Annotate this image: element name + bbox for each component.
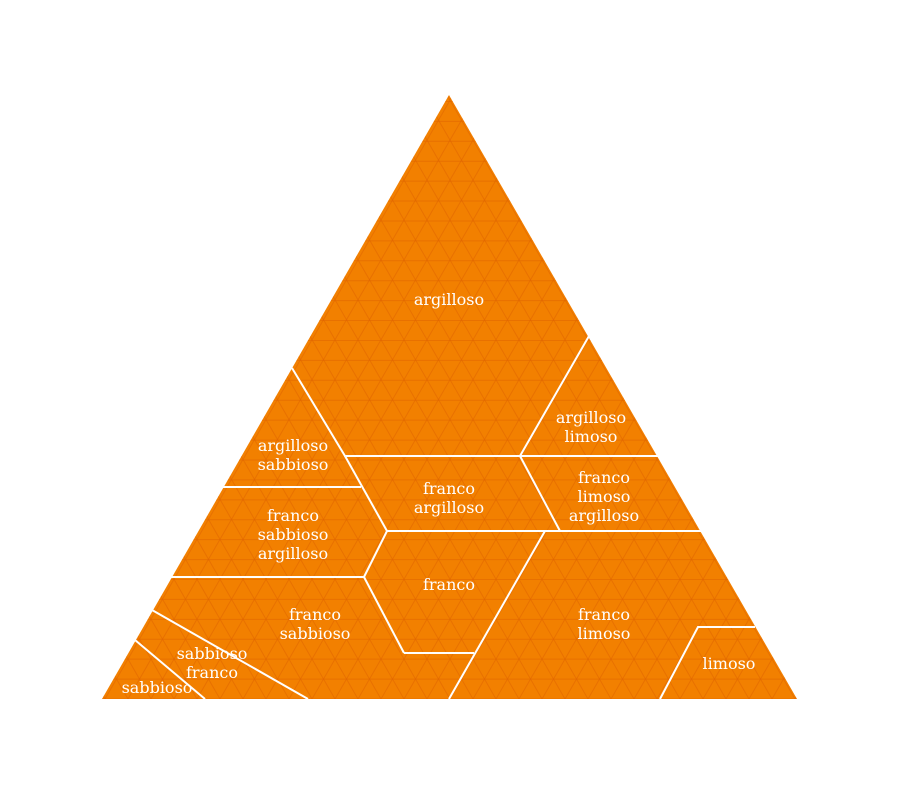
region-label-line: sabbioso <box>177 644 248 663</box>
grid-line <box>791 95 797 699</box>
grid-line <box>0 95 16 699</box>
region-label-sabbioso: sabbioso <box>122 678 193 697</box>
boundary-franco-left-upper <box>363 530 388 578</box>
region-label-line: limoso <box>578 624 631 643</box>
grid-line <box>102 95 152 699</box>
grid-line <box>354 95 704 699</box>
boundary-franco-limoso-left <box>448 530 546 700</box>
grid-line <box>0 95 36 699</box>
boundary-argilloso-bottom <box>291 335 590 457</box>
grid-line <box>633 95 797 699</box>
grid-line <box>102 95 106 699</box>
grid-line <box>102 95 129 699</box>
grid-line <box>0 95 13 699</box>
region-label-line: limoso <box>565 427 618 446</box>
region-label-limoso: limoso <box>703 654 756 673</box>
grid-line <box>768 95 797 699</box>
region-label-line: franco <box>267 506 319 525</box>
region-label-line: argilloso <box>569 506 639 525</box>
grid-line <box>196 95 546 699</box>
grid-line <box>0 95 39 699</box>
region-label-line: limoso <box>703 654 756 673</box>
boundary-franco-left-lower <box>363 576 405 654</box>
grid-line <box>722 95 797 699</box>
grid-line <box>818 95 905 699</box>
region-label-line: sabbioso <box>122 678 193 697</box>
grid-line <box>0 95 85 699</box>
region-label-line: franco <box>578 605 630 624</box>
region-label-line: sabbioso <box>258 525 329 544</box>
grid-line <box>745 95 797 699</box>
grid-line <box>102 95 221 699</box>
grid-line <box>838 95 905 699</box>
region-label-line: franco <box>289 605 341 624</box>
grid-line <box>102 95 132 699</box>
grid-line <box>725 95 797 699</box>
grid-line <box>679 95 797 699</box>
grid-line <box>0 95 62 699</box>
grid-line <box>102 95 109 699</box>
region-label-line: argilloso <box>258 436 328 455</box>
boundary-sabbioso-top <box>134 639 206 700</box>
grid-line <box>656 95 797 699</box>
boundary-franco-limoso-argilloso-left <box>519 455 561 532</box>
grid-line <box>400 95 750 699</box>
grid-line <box>864 95 905 699</box>
region-label-franco: franco <box>423 575 475 594</box>
grid-line <box>102 95 178 699</box>
boundary-inner-left-diag <box>344 455 388 532</box>
grid-line <box>794 95 797 699</box>
region-label-line: franco <box>578 468 630 487</box>
class-boundaries <box>134 335 755 700</box>
grid-line <box>748 95 797 699</box>
region-label-line: argilloso <box>414 498 484 517</box>
grid-line <box>102 95 244 699</box>
grid-line <box>815 95 905 699</box>
grid-line <box>127 95 477 699</box>
region-label-line: limoso <box>578 487 631 506</box>
grid-line <box>102 95 267 699</box>
region-label-argilloso: argilloso <box>414 290 484 309</box>
region-label-line: argilloso <box>414 290 484 309</box>
grid-line <box>150 95 500 699</box>
grid-line <box>102 95 175 699</box>
grid-line <box>887 95 905 699</box>
grid-line <box>102 95 155 699</box>
region-label-line: sabbioso <box>258 455 329 474</box>
grid-line <box>861 95 905 699</box>
region-label-line: franco <box>423 575 475 594</box>
grid-line <box>446 95 796 699</box>
region-label-line: franco <box>423 479 475 498</box>
region-label-line: argilloso <box>556 408 626 427</box>
boundary-sabbioso-franco-top <box>151 609 309 700</box>
grid-line <box>377 95 727 699</box>
grid-line <box>0 95 82 699</box>
boundary-limoso <box>659 626 755 700</box>
grid-line <box>173 95 523 699</box>
triangle-background <box>102 95 797 699</box>
grid-line <box>104 95 454 699</box>
region-label-line: franco <box>186 663 238 682</box>
grid-line <box>0 95 59 699</box>
grid-line <box>884 95 905 699</box>
region-label-line: argilloso <box>258 544 328 563</box>
grid-line <box>423 95 773 699</box>
region-label-line: sabbioso <box>280 624 351 643</box>
grid-line <box>841 95 905 699</box>
grid-line <box>771 95 797 699</box>
